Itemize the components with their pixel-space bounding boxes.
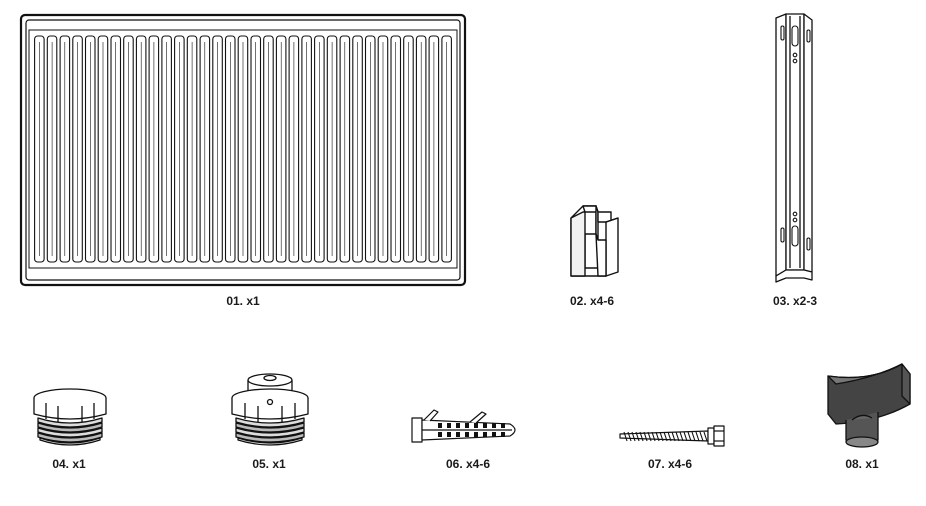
screw-thread-line: [663, 431, 668, 442]
screw-thread-line: [627, 431, 632, 442]
plug-rib: [501, 423, 505, 428]
screw-thread-line: [659, 431, 664, 442]
plug-rib: [474, 432, 478, 437]
plug-rib: [456, 423, 460, 428]
plug-rib: [501, 432, 505, 437]
screw-thread-line: [667, 431, 672, 442]
plug-rib: [438, 432, 442, 437]
plug-rib: [492, 432, 496, 437]
screw-thread-line: [687, 431, 692, 442]
part-label: 07. x4-6: [647, 457, 693, 471]
screw-thread-line: [695, 431, 700, 442]
bracket-clip-icon: [570, 205, 619, 277]
part-label: 01. x1: [226, 294, 260, 308]
screw-thread-line: [639, 431, 644, 442]
plug-rib: [447, 432, 451, 437]
plug-rib: [483, 432, 487, 437]
plug-rib: [474, 423, 478, 428]
screw-thread-line: [675, 431, 680, 442]
part-label: 03. x2-3: [772, 294, 818, 308]
screw-thread-line: [655, 431, 660, 442]
screw-thread-line: [671, 431, 676, 442]
screw-thread-line: [691, 431, 696, 442]
screw-thread-line: [683, 431, 688, 442]
plug-rib: [492, 423, 496, 428]
screw-thread-line: [679, 431, 684, 442]
screw-thread-line: [703, 431, 708, 442]
plug-rib: [483, 423, 487, 428]
part-label: 02. x4-6: [569, 294, 615, 308]
plug-rib: [456, 432, 460, 437]
part-label: 04. x1: [52, 457, 86, 471]
screw-thread-line: [631, 431, 636, 442]
screw-thread-line: [699, 431, 704, 442]
screw-thread-line: [647, 431, 652, 442]
plug-rib: [447, 423, 451, 428]
wall-bracket-icon: [775, 13, 813, 283]
part-label: 06. x4-6: [445, 457, 491, 471]
plug-rib: [465, 432, 469, 437]
plug-rib: [438, 423, 442, 428]
screw-thread-line: [643, 431, 648, 442]
screw-thread-line: [635, 431, 640, 442]
part-label: 05. x1: [252, 457, 286, 471]
plug-rib: [465, 423, 469, 428]
radiator-panel-icon: [19, 13, 467, 287]
screw-thread-line: [623, 431, 628, 442]
part-label: 08. x1: [845, 457, 879, 471]
screw-thread-line: [651, 431, 656, 442]
